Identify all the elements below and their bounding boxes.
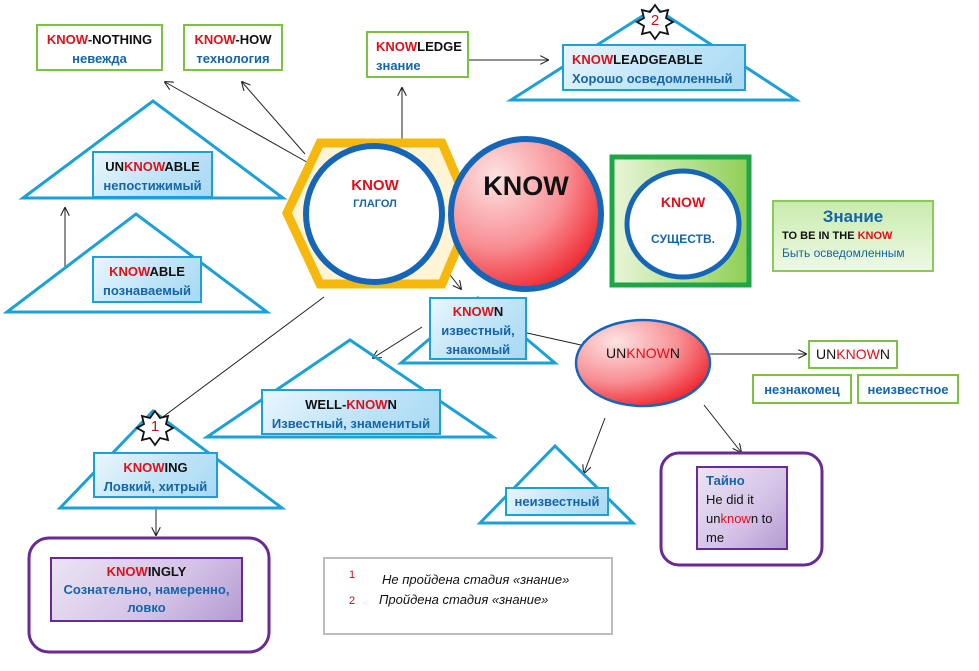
translation: невежда bbox=[72, 51, 127, 66]
root-know: KNOW bbox=[452, 304, 494, 319]
node-well-known: WELL-KNOWN Известный, знаменитый bbox=[261, 389, 441, 435]
badge-number-1: 1 bbox=[150, 418, 160, 435]
legend bbox=[323, 557, 613, 635]
translation: Известный, знаменитый bbox=[271, 416, 431, 431]
badge-star-1-icon bbox=[135, 409, 175, 447]
noun-node-label: KNOW bbox=[628, 193, 738, 212]
word-suffix: INGLY bbox=[147, 564, 187, 579]
center-circle bbox=[448, 136, 604, 292]
unknown-noun-meaning-unknown: неизвестное bbox=[857, 374, 959, 404]
verb-circle bbox=[303, 143, 445, 285]
root-know: KNOW bbox=[46, 32, 88, 47]
legend-item-not-passed: Не пройдена стадия «знание» bbox=[382, 572, 570, 587]
noun-meaning-box: Знание TO BE IN THE KNOW Быть осведомлен… bbox=[772, 200, 934, 272]
translation-2: знакомый bbox=[445, 342, 511, 357]
noun-meaning-title: Знание bbox=[822, 207, 884, 226]
word-prefix: UN bbox=[816, 346, 837, 362]
word-prefix: WELL- bbox=[305, 397, 347, 412]
idiom-prefix: TO BE IN THE bbox=[782, 230, 858, 242]
node-unknown-adj: неизвестный bbox=[505, 487, 609, 516]
node-unknown-adv: Тайно He did it unknown to me bbox=[696, 466, 788, 550]
word-prefix: UN bbox=[105, 159, 124, 174]
root-know: KNOW bbox=[626, 345, 670, 361]
word-suffix: ABLE bbox=[149, 264, 185, 279]
translation: знание bbox=[376, 58, 421, 73]
connector-verb-to-know-nothing bbox=[165, 82, 313, 166]
adv-title: Тайно bbox=[706, 473, 745, 488]
legend-badge-2: 2 bbox=[348, 595, 356, 607]
triangle-unknowable bbox=[18, 99, 288, 200]
word-suffix: LEADGEABLE bbox=[613, 52, 703, 67]
word-suffix: N bbox=[493, 304, 504, 319]
noun-part-of-speech: СУЩЕСТВ. bbox=[651, 232, 715, 246]
verb-part-of-speech: ГЛАГОЛ bbox=[353, 198, 397, 210]
example-suffix: n to bbox=[750, 511, 773, 526]
word-suffix: -NOTHING bbox=[87, 32, 153, 47]
word-suffix: LEDGE bbox=[417, 39, 462, 54]
unknown-ellipse bbox=[574, 318, 712, 408]
node-knowledge: KNOWLEDGE знание bbox=[366, 31, 469, 78]
node-known: KNOWN известный, знакомый bbox=[429, 297, 527, 360]
unknown-noun-meaning-stranger: незнакомец bbox=[752, 374, 852, 404]
word-suffix: N bbox=[387, 397, 397, 412]
badge-star-2-icon bbox=[635, 3, 675, 41]
center-word: KNOW bbox=[483, 171, 569, 201]
connector-verb-to-knowing bbox=[147, 296, 325, 429]
noun-circle bbox=[624, 168, 742, 280]
root-know: KNOW bbox=[346, 397, 388, 412]
legend-item-passed: Пройдена стадия «знание» bbox=[379, 592, 549, 607]
example-prefix: un bbox=[706, 511, 721, 526]
triangle-unknown-adj bbox=[476, 443, 637, 525]
connector-known-to-well-known bbox=[373, 326, 423, 358]
translation: Ловкий, хитрый bbox=[103, 479, 208, 494]
root-know: KNOW bbox=[572, 52, 614, 67]
translation: Хорошо осведомленный bbox=[572, 71, 733, 86]
root-know: KNOW bbox=[109, 264, 150, 279]
connector-unknown-to-adv bbox=[703, 404, 741, 452]
node-unknown-noun: UNKNOWN bbox=[808, 340, 898, 369]
root-know: KNOW bbox=[123, 159, 165, 174]
node-knowingly: KNOWINGLY Сознательно, намеренно, ловко bbox=[50, 557, 243, 622]
connector-unknown-to-adj bbox=[584, 417, 606, 473]
word-prefix: UN bbox=[606, 345, 627, 361]
translation-2: ловко bbox=[127, 600, 166, 615]
word-suffix: ABLE bbox=[164, 159, 200, 174]
idiom-root: KNOW bbox=[857, 230, 893, 242]
connector-known-to-unknown bbox=[526, 332, 590, 347]
example-line-3: me bbox=[706, 530, 725, 545]
translation: познаваемый bbox=[103, 283, 191, 298]
example-root: know bbox=[720, 511, 751, 526]
node-unknowable: UNKNOWABLE непостижимый bbox=[92, 151, 213, 198]
translation: непостижимый bbox=[103, 178, 202, 193]
node-knowable: KNOWABLE познаваемый bbox=[92, 256, 202, 303]
root-know: KNOW bbox=[106, 564, 148, 579]
root-know: KNOW bbox=[123, 460, 165, 475]
node-knowing: KNOWING Ловкий, хитрый bbox=[93, 452, 218, 498]
root-know: KNOW bbox=[836, 346, 880, 362]
word-suffix: N bbox=[879, 346, 890, 362]
verb-node-label: KNOW ГЛАГОЛ bbox=[320, 176, 430, 214]
example-line-1: He did it bbox=[706, 492, 754, 507]
node-know-nothing: KNOW-NOTHING невежда bbox=[36, 24, 163, 71]
root-know: KNOW bbox=[376, 39, 418, 54]
word-suffix: -HOW bbox=[235, 32, 272, 47]
word-suffix: ING bbox=[164, 460, 188, 475]
connector-verb-to-know-how bbox=[242, 82, 306, 155]
legend-badge-1: 1 bbox=[348, 569, 356, 581]
translation-1: Сознательно, намеренно, bbox=[63, 582, 230, 597]
root-know: KNOW bbox=[194, 32, 236, 47]
unknown-ellipse-label: UNKNOWN bbox=[576, 344, 710, 363]
translation: технология bbox=[196, 51, 270, 66]
node-knowleadgeable: KNOWLEADGEABLE Хорошо осведомленный bbox=[562, 44, 746, 91]
idiom-translation: Быть осведомленным bbox=[782, 246, 905, 260]
verb-root: KNOW bbox=[351, 177, 399, 194]
node-know-how: KNOW-HOW технология bbox=[183, 24, 283, 71]
word-suffix: N bbox=[669, 345, 680, 361]
triangle-well-known bbox=[202, 338, 498, 439]
noun-root: KNOW bbox=[660, 194, 706, 210]
badge-number-2: 2 bbox=[650, 12, 660, 29]
translation-1: известный, bbox=[441, 323, 515, 338]
